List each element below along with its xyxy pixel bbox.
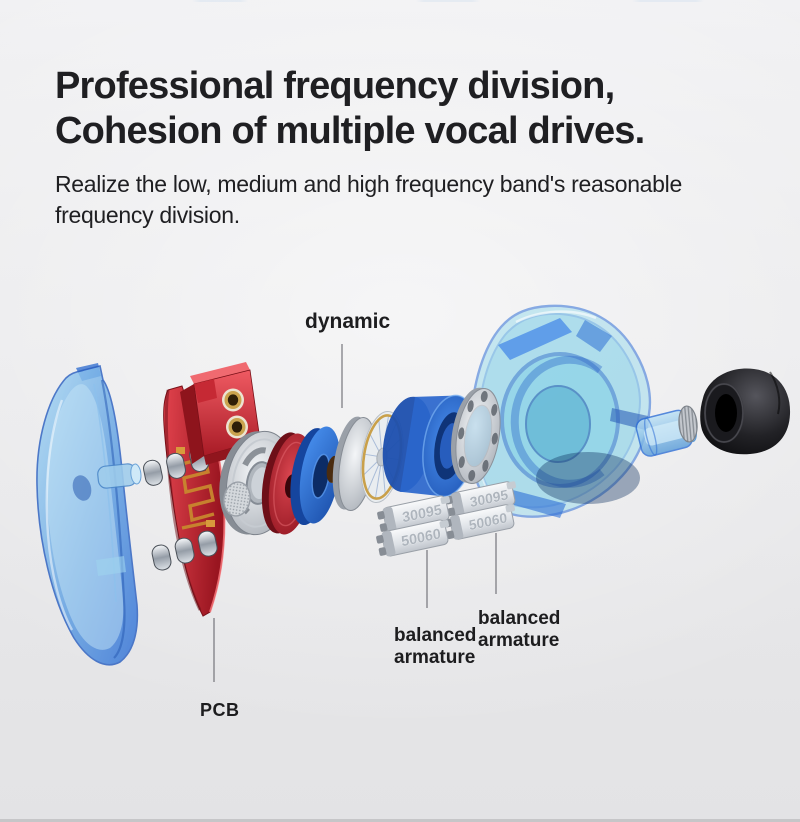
hero-header: Professional frequency division, Cohesio…	[55, 64, 682, 231]
top-edge-artifact	[0, 0, 800, 2]
page-title-line-1: Professional frequency division,	[55, 65, 615, 107]
vent-plate-ring	[451, 387, 501, 485]
main-shell	[468, 304, 652, 518]
bottom-edge-strip	[0, 819, 800, 822]
pin-socket-top	[222, 388, 244, 412]
pin-connector-block	[180, 362, 262, 465]
page-title: Professional frequency division, Cohesio…	[55, 64, 682, 154]
page-subtitle-line-2: frequency division.	[55, 202, 240, 228]
ba-box-rear-bottom: 50060	[444, 504, 516, 540]
label-line: balanced	[394, 625, 477, 646]
grille-mesh-disc	[223, 481, 251, 517]
faceplate-vent-stub	[97, 463, 142, 489]
faceplate-shell	[36, 363, 139, 666]
ear-tip	[700, 368, 791, 455]
blue-spacer-ring	[290, 426, 341, 526]
ba-driver-pair-rear: 30095 50060	[444, 481, 517, 540]
label-line: armature	[478, 630, 560, 651]
page-subtitle: Realize the low, medium and high frequen…	[55, 169, 682, 231]
label-pcb: PCB	[200, 700, 240, 720]
pcb-contact-strip-bottom	[151, 530, 218, 571]
pin-socket-bottom	[226, 415, 248, 439]
page-title-line-2: Cohesion of multiple vocal drives.	[55, 110, 645, 152]
vent-holes	[458, 390, 498, 482]
label-line: balanced	[478, 608, 561, 629]
label-line: armature	[394, 647, 476, 668]
nozzle-filter-disc	[678, 405, 698, 443]
page-subtitle-line-1: Realize the low, medium and high frequen…	[55, 171, 682, 197]
ba-box-front-bottom: 50060	[376, 519, 450, 557]
label-dynamic: dynamic	[305, 310, 391, 333]
ba-driver-pair-front: 30095 50060	[376, 495, 451, 557]
